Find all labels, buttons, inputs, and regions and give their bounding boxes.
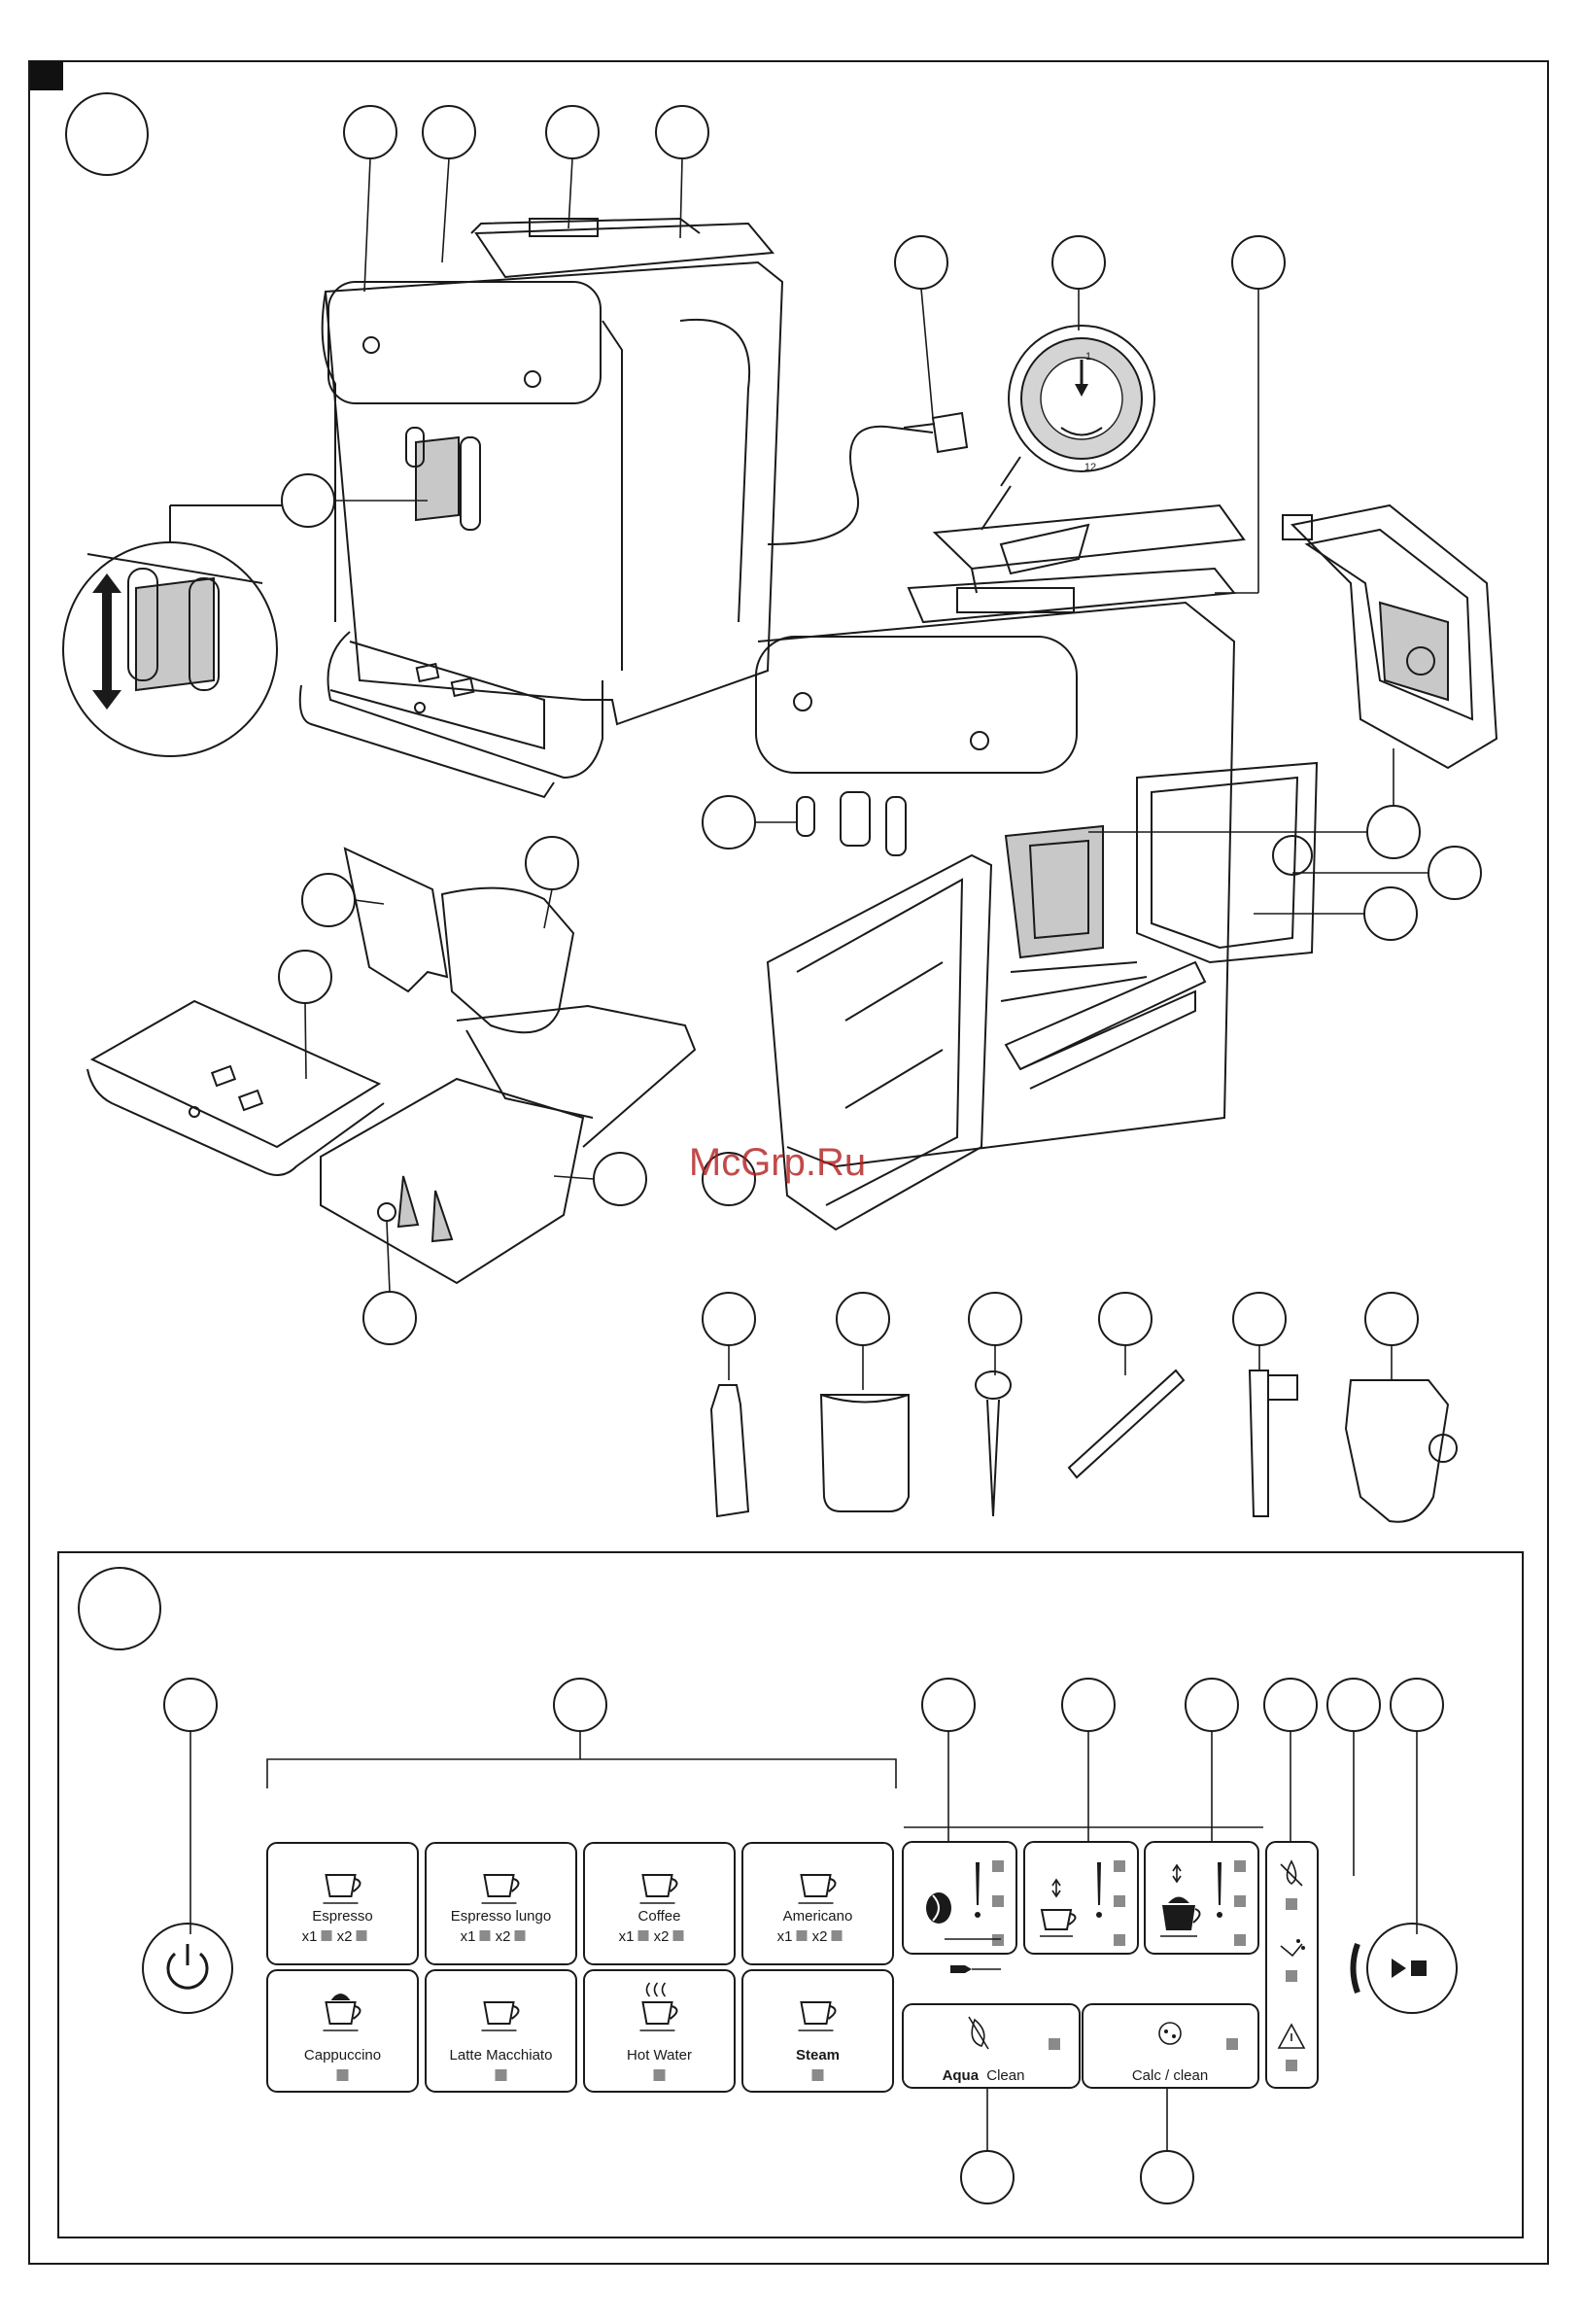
drink-label: Coffee: [638, 1908, 681, 1925]
double-cup-led: [515, 1930, 526, 1941]
front-control-panel: [328, 282, 601, 403]
spout-zoom-inset: [63, 505, 292, 756]
drink-label: Americano: [783, 1908, 853, 1925]
double-cup-label: x2: [337, 1928, 353, 1945]
drink-led: [812, 2069, 824, 2081]
power-button[interactable]: [143, 1924, 232, 2013]
svg-text:1: 1: [1085, 351, 1091, 363]
double-cup-led: [357, 1930, 367, 1941]
aquaclean-label-bold: Aqua: [943, 2067, 980, 2084]
accessories-row: [703, 1293, 1457, 1522]
start-stop-icon: [1392, 1959, 1406, 1978]
grinder-setting-dial: 1 12: [1009, 326, 1154, 473]
page-corner-marker: [30, 61, 63, 90]
double-cup-label: x2: [496, 1928, 511, 1945]
strength-panel[interactable]: [903, 1842, 1016, 1973]
drink-button-hot-water[interactable]: Hot Water: [584, 1970, 735, 2092]
side-control-panel: [756, 637, 1077, 773]
drink-label: Espresso lungo: [451, 1908, 551, 1925]
ground-coffee-scoop-icon: [950, 1965, 1001, 1973]
drink-led: [654, 2069, 666, 2081]
drink-button-espresso-lungo[interactable]: Espresso lungo x1 x2: [426, 1843, 576, 1964]
single-cup-led: [480, 1930, 491, 1941]
drink-button-espresso[interactable]: Espresso x1 x2: [267, 1843, 418, 1964]
status-indicators: [1266, 1842, 1318, 2088]
single-cup-label: x1: [777, 1928, 793, 1945]
drip-tray-callouts: [279, 837, 755, 1344]
single-cup-label: x1: [461, 1928, 476, 1945]
drink-button-steam[interactable]: Steam: [742, 1970, 893, 2092]
calc-clean-label: Calc / clean: [1132, 2067, 1208, 2084]
drip-tray-exploded-illustration: [87, 849, 695, 1283]
single-cup-led: [322, 1930, 332, 1941]
drink-led: [496, 2069, 507, 2081]
coffee-bean-icon: [926, 1892, 951, 1924]
double-cup-led: [673, 1930, 684, 1941]
single-cup-label: x1: [302, 1928, 318, 1945]
single-cup-led: [797, 1930, 808, 1941]
aquaclean-label-rest: Clean: [986, 2067, 1024, 2084]
drink-label: Cappuccino: [304, 2047, 381, 2064]
aquaclean-button[interactable]: Aqua Clean: [903, 2004, 1080, 2088]
section-a-circle: [66, 93, 148, 175]
coffee-quantity-panel[interactable]: [1024, 1842, 1138, 1954]
section-b-circle: [79, 1568, 160, 1649]
drink-label: Steam: [796, 2047, 840, 2064]
machine-side-illustration: [756, 457, 1317, 1230]
drink-button-americano[interactable]: Americano x1 x2: [742, 1843, 893, 1964]
machine-front-callouts: [282, 106, 708, 527]
drink-label: Espresso: [312, 1908, 373, 1925]
double-cup-label: x2: [812, 1928, 828, 1945]
single-cup-label: x1: [619, 1928, 635, 1945]
milk-quantity-panel[interactable]: [1145, 1842, 1258, 1954]
double-cup-led: [832, 1930, 843, 1941]
drink-label: Hot Water: [627, 2047, 692, 2064]
drink-label: Latte Macchiato: [450, 2047, 553, 2064]
svg-text:12: 12: [1084, 462, 1096, 473]
machine-front-illustration: [300, 219, 782, 797]
watermark-text: McGrp.Ru: [689, 1141, 866, 1184]
power-cord: [768, 413, 967, 544]
drink-button-latte-macchiato[interactable]: Latte Macchiato: [426, 1970, 576, 2092]
brew-group-illustration: [1283, 505, 1497, 768]
start-stop-button[interactable]: [1354, 1924, 1458, 2013]
drink-button-cappuccino[interactable]: Cappuccino: [267, 1970, 418, 2092]
calc-clean-button[interactable]: Calc / clean: [1083, 2004, 1258, 2088]
drink-led: [337, 2069, 349, 2081]
single-cup-led: [638, 1930, 649, 1941]
double-cup-label: x2: [654, 1928, 670, 1945]
